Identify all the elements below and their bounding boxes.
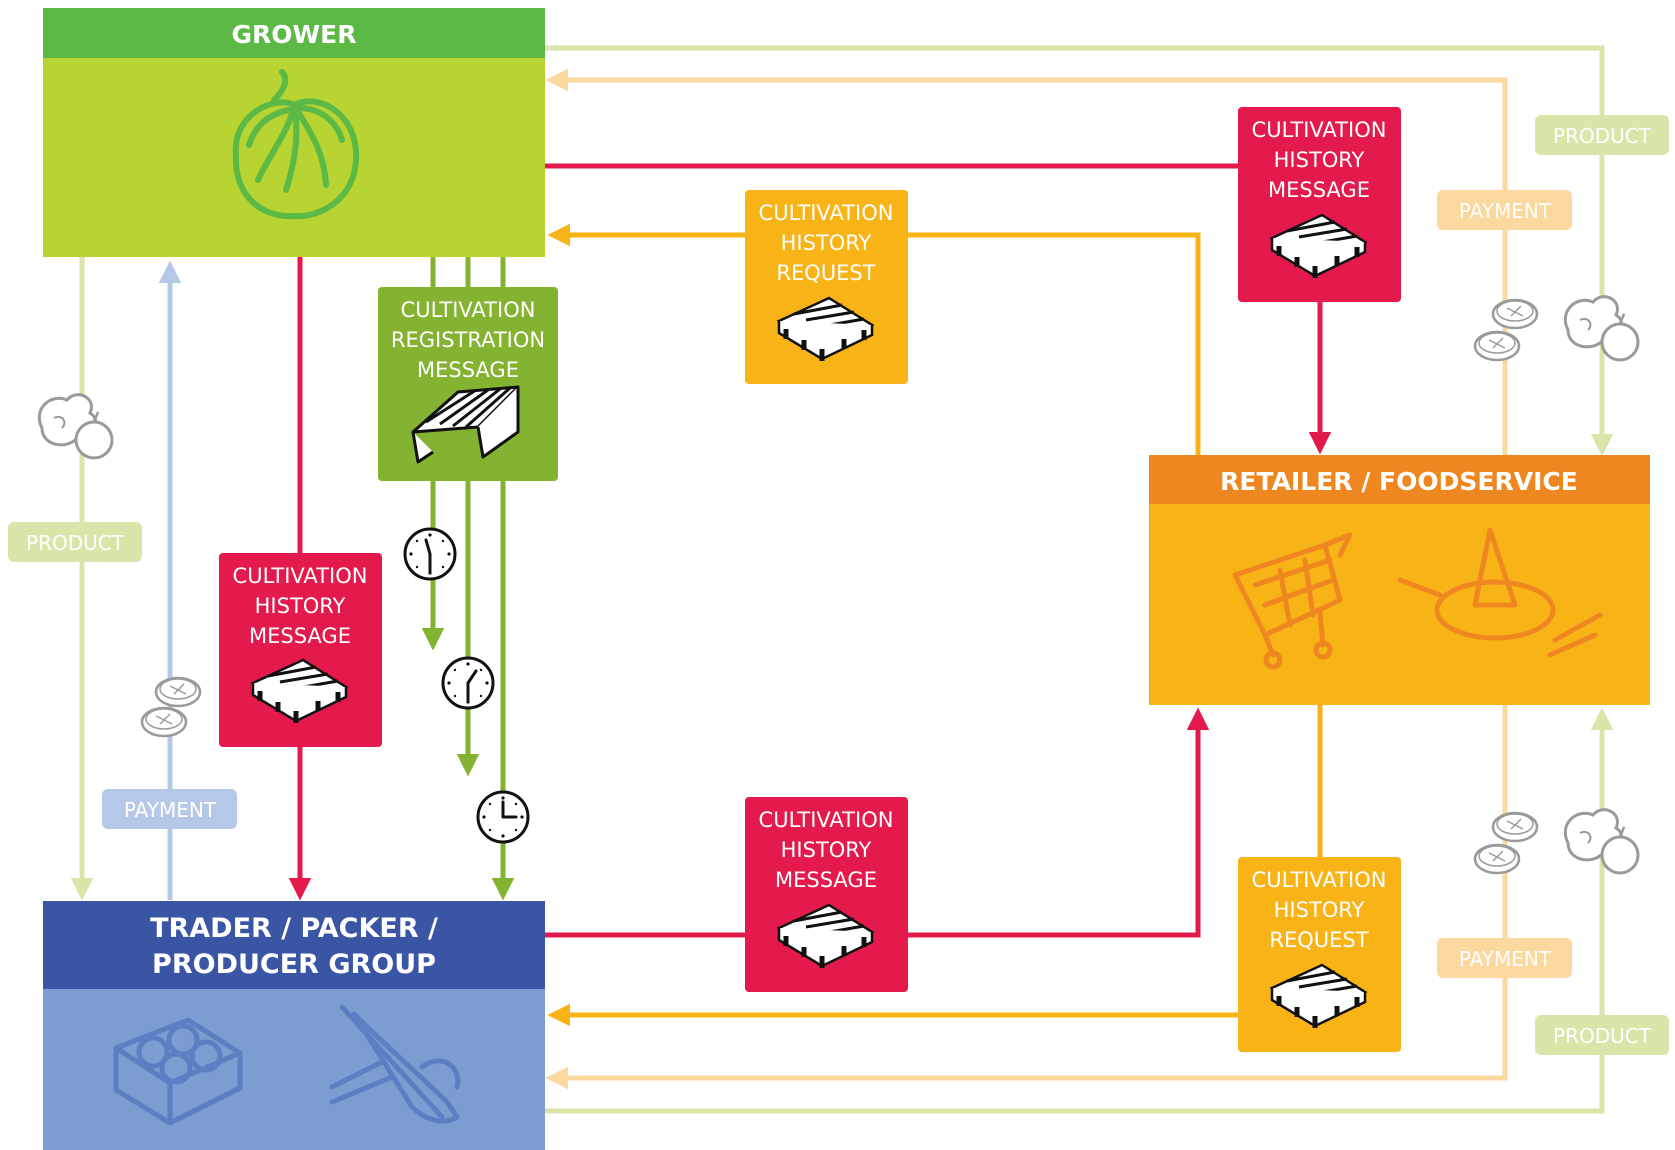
history-message-box-left: CULTIVATION HISTORY MESSAGE — [219, 553, 382, 747]
trader-title-line1: TRADER / PACKER / — [150, 913, 438, 944]
history-request-box-bottom-right: CULTIVATION HISTORY REQUEST — [1238, 857, 1401, 1052]
request-bottom-right-line1: CULTIVATION — [1252, 868, 1387, 892]
registration-message-line2: REGISTRATION — [391, 328, 545, 352]
request-bottom-right-line3: REQUEST — [1269, 928, 1368, 952]
history-top-right-line3: MESSAGE — [1268, 178, 1370, 202]
retailer-title: RETAILER / FOODSERVICE — [1220, 467, 1578, 496]
greenhouse-icon — [411, 385, 520, 464]
product-tag-left-label: PRODUCT — [26, 531, 125, 555]
plate-icon — [1397, 527, 1603, 658]
payment-tag-top-right: PAYMENT — [1437, 190, 1572, 230]
request-top-line2: HISTORY — [781, 231, 872, 255]
tomato-icon — [232, 69, 360, 220]
history-bottom-line3: MESSAGE — [775, 868, 877, 892]
clock-icon — [476, 790, 530, 844]
retailer-node: RETAILER / FOODSERVICE — [1149, 455, 1650, 705]
history-bottom-line1: CULTIVATION — [759, 808, 894, 832]
history-flow-grower-to-retailer — [545, 163, 1332, 455]
trader-node: TRADER / PACKER / PRODUCER GROUP — [43, 901, 545, 1150]
produce-icon — [37, 393, 114, 460]
payment-tag-top-right-label: PAYMENT — [1459, 199, 1552, 223]
request-top-line3: REQUEST — [776, 261, 875, 285]
history-message-box-top-right: CULTIVATION HISTORY MESSAGE — [1238, 107, 1401, 302]
history-top-right-line2: HISTORY — [1274, 148, 1365, 172]
product-flow-outer-top — [545, 45, 1614, 457]
product-tag-bottom-right: PRODUCT — [1535, 1015, 1669, 1055]
request-flow-retailer-to-trader — [547, 705, 1323, 1027]
grower-node: GROWER — [43, 8, 545, 257]
clock-icon — [403, 527, 457, 581]
product-tag-top-right-label: PRODUCT — [1553, 124, 1652, 148]
history-bottom-line2: HISTORY — [781, 838, 872, 862]
registration-message-line3: MESSAGE — [417, 358, 519, 382]
product-tag-top-right: PRODUCT — [1535, 115, 1669, 155]
history-left-line3: MESSAGE — [249, 624, 351, 648]
grower-title: GROWER — [232, 20, 357, 49]
trader-title-line2: PRODUCER GROUP — [152, 949, 436, 980]
history-left-line1: CULTIVATION — [233, 564, 368, 588]
product-flow-outer-bottom — [545, 707, 1614, 1114]
request-bottom-right-line2: HISTORY — [1274, 898, 1365, 922]
payment-tag-left: PAYMENT — [102, 789, 237, 829]
cart-icon — [1232, 532, 1353, 670]
payment-flow-top — [545, 68, 1508, 455]
knife-icon — [329, 1004, 461, 1124]
registration-message-box: CULTIVATION REGISTRATION MESSAGE — [378, 287, 558, 481]
product-tag-left: PRODUCT — [8, 522, 142, 562]
request-top-line1: CULTIVATION — [759, 201, 894, 225]
history-top-right-line1: CULTIVATION — [1252, 118, 1387, 142]
clock-icon — [441, 656, 495, 710]
payment-tag-left-label: PAYMENT — [124, 798, 217, 822]
payment-tag-bottom-right: PAYMENT — [1437, 938, 1572, 978]
payment-tag-bottom-right-label: PAYMENT — [1459, 947, 1552, 971]
registration-message-line1: CULTIVATION — [401, 298, 536, 322]
product-tag-bottom-right-label: PRODUCT — [1553, 1024, 1652, 1048]
history-request-box-top: CULTIVATION HISTORY REQUEST — [745, 190, 908, 384]
crate-icon — [113, 1017, 243, 1126]
history-left-line2: HISTORY — [255, 594, 346, 618]
history-message-box-bottom: CULTIVATION HISTORY MESSAGE — [745, 797, 908, 992]
